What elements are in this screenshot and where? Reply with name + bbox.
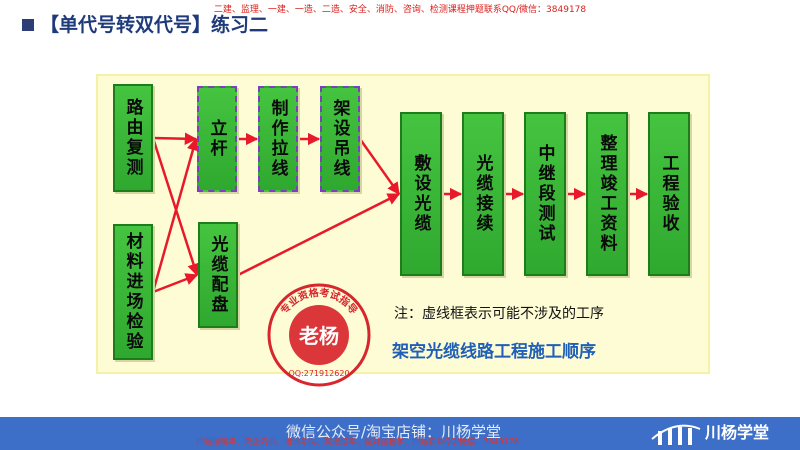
footer-watermark: 押题授精华、央企内训、培训考试、高通过率、面对面教学、押题联系QQ/微信：384… bbox=[196, 437, 519, 446]
arrow-diaoxian-to-fushe bbox=[358, 138, 401, 196]
footer-center-text: 微信公众号/淘宝店铺：川杨学堂 bbox=[286, 423, 502, 441]
top-watermark: 二建、监理、一建、一造、二造、安全、消防、咨询、检测课程押题联系QQ/微信：38… bbox=[213, 5, 587, 15]
box-route-survey: 路由复测 bbox=[113, 84, 153, 192]
box-lay-cable: 敷设光缆 bbox=[400, 112, 442, 276]
box-make-guy-wire: 制作拉线 bbox=[258, 86, 298, 192]
svg-text:QQ:271912620: QQ:271912620 bbox=[288, 369, 349, 378]
brand-logo-icon bbox=[651, 424, 701, 445]
box-relay-test: 中继段测试 bbox=[524, 112, 566, 276]
box-material-inspection: 材料进场检验 bbox=[113, 224, 153, 360]
box-acceptance: 工程验收 bbox=[648, 112, 690, 276]
box-completion-docs: 整理竣工资料 bbox=[586, 112, 628, 276]
box-cable-splice: 光缆接续 bbox=[462, 112, 504, 276]
box-erect-messenger: 架设吊线 bbox=[320, 86, 360, 192]
box-cable-allocation: 光缆配盘 bbox=[198, 222, 238, 328]
footer-bar bbox=[0, 417, 800, 450]
title-bullet-icon bbox=[22, 19, 34, 31]
seal-stamp: 专业资格考试指导 老杨 QQ:271912620 bbox=[267, 283, 371, 387]
arrow-guangpei-to-fushe bbox=[237, 192, 401, 277]
box-pole-erection: 立杆 bbox=[197, 86, 237, 192]
page-title: 【单代号转双代号】练习二 bbox=[40, 14, 269, 36]
arrow-lubian-to-guangpei bbox=[151, 137, 200, 277]
arrow-cailiao-to-guangpei bbox=[152, 273, 199, 294]
svg-text:老杨: 老杨 bbox=[299, 324, 339, 348]
brand-name: 川杨学堂 bbox=[705, 423, 770, 442]
diagram-caption: 架空光缆线路工程施工顺序 bbox=[392, 342, 596, 362]
arrow-lubian-to-ligan bbox=[152, 132, 198, 145]
diagram-note: 注：虚线框表示可能不涉及的工序 bbox=[394, 306, 604, 322]
arrow-cailiao-to-ligan bbox=[151, 137, 199, 293]
